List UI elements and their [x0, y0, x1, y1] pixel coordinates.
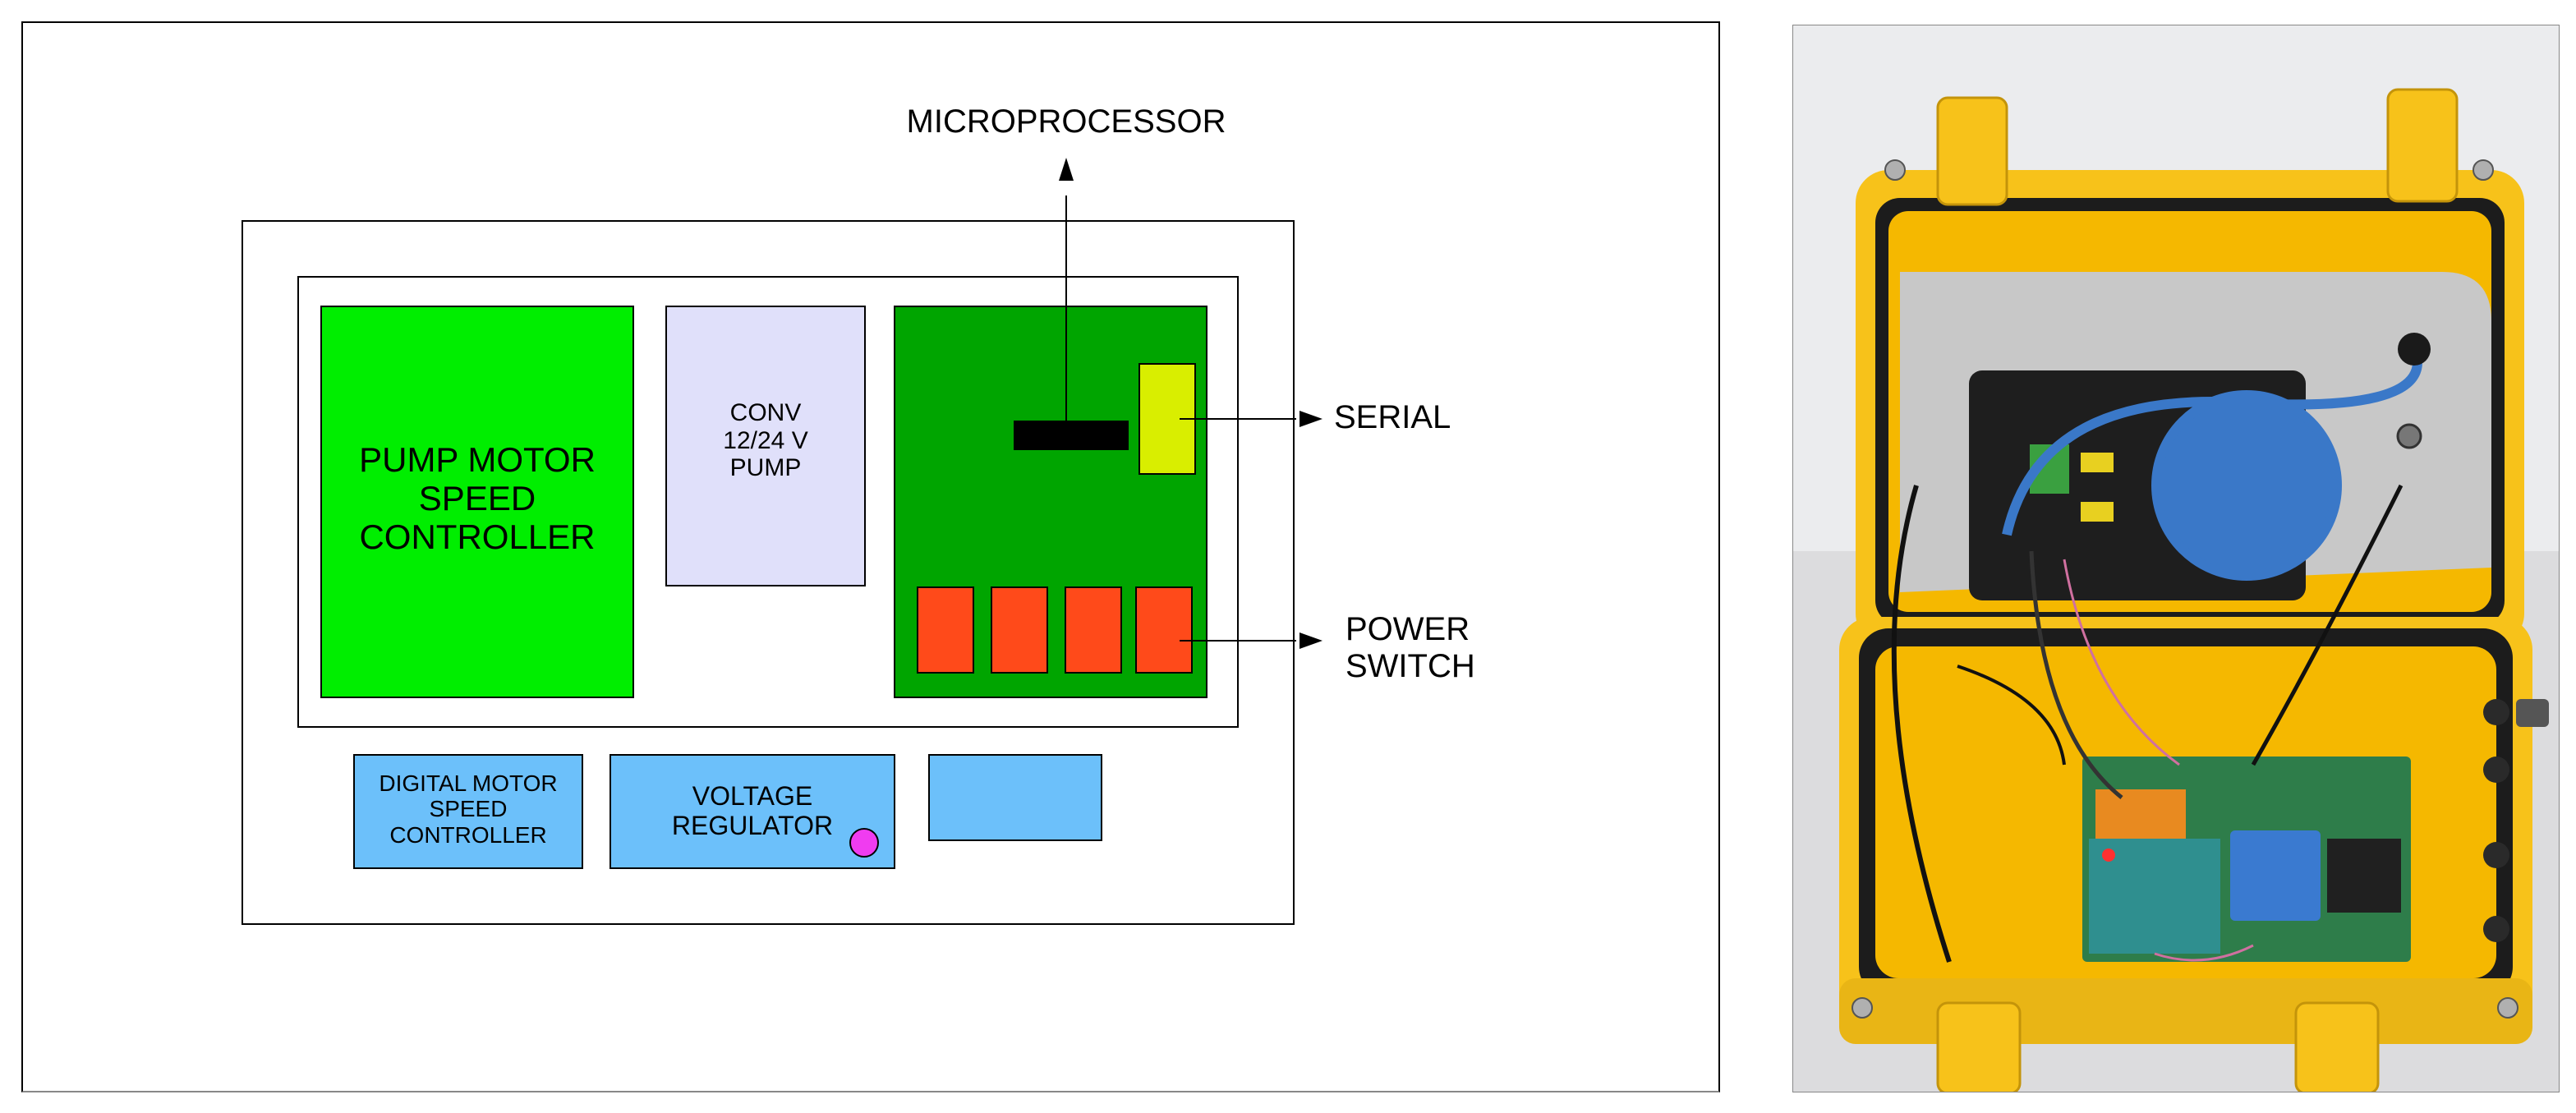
serial-label: SERIAL: [1334, 399, 1451, 435]
regulator-indicator-dot: [849, 828, 879, 858]
wiring-harness: [2029, 550, 2123, 799]
pump-motor-speed-controller-block: [320, 306, 634, 698]
pcb-relay-row: [2095, 789, 2186, 839]
relay-block: [917, 586, 974, 674]
pcb-heatsink: [2327, 839, 2401, 913]
pcb-dc-converter: [2230, 830, 2321, 921]
microprocessor-label: MICROPROCESSOR: [906, 103, 1226, 140]
latch-top-right-icon: [2386, 88, 2459, 203]
hinge-screw-icon: [1884, 159, 1906, 181]
wiring-harness: [1957, 665, 2066, 766]
hinge-screw-icon: [1852, 997, 1873, 1019]
latch-top-left-icon: [1936, 96, 2008, 206]
relay-block: [991, 586, 1048, 674]
blue-network-cable: [2151, 390, 2342, 581]
wiring-harness: [1891, 485, 1952, 963]
hinge-screw-icon: [2472, 159, 2494, 181]
microprocessor-chip: [1014, 421, 1129, 450]
cable-gland-icon: [2398, 333, 2431, 366]
microprocessor-arrowhead: [1059, 158, 1074, 181]
panel-connector-icon: [2396, 423, 2422, 449]
mounting-panel-outline: [297, 276, 1239, 728]
side-connector-icon: [2483, 916, 2509, 942]
relay-block: [1135, 586, 1193, 674]
diagram-connectors: [1059, 158, 1322, 649]
power-switch-arrowhead: [1300, 632, 1322, 649]
relay-block: [1065, 586, 1122, 674]
latch-bottom-right-icon: [2294, 1001, 2380, 1092]
diagram-frame: PUMP MOTOR SPEED CONTROLLER CONV 12/24 V…: [21, 21, 1720, 1092]
pcb-led-icon: [2102, 849, 2115, 862]
device-photo-illustration: [1793, 25, 2559, 1092]
side-connector-icon: [2483, 699, 2509, 725]
wiring-harness: [2063, 559, 2180, 766]
auxiliary-module-block: [928, 754, 1102, 841]
latch-bottom-left-icon: [1936, 1001, 2022, 1092]
voltage-regulator-block: [610, 754, 895, 869]
hmi-label-sticker: [2081, 453, 2114, 472]
digital-motor-speed-controller-label: DIGITAL MOTOR SPEED CONTROLLER: [379, 770, 558, 848]
serial-arrowhead: [1300, 411, 1322, 427]
enclosure-outline: [242, 220, 1295, 925]
voltage-regulator-label: VOLTAGE REGULATOR: [671, 781, 834, 840]
wiring-harness: [2251, 484, 2404, 766]
digital-motor-speed-controller-block: [353, 754, 583, 869]
external-connector-icon: [2516, 699, 2549, 727]
power-switch-label: POWER SWITCH: [1346, 611, 1475, 684]
pump-motor-speed-controller-label: PUMP MOTOR SPEED CONTROLLER: [359, 440, 596, 557]
blue-network-cable: [2002, 361, 2422, 536]
wiring-harness: [2154, 944, 2254, 962]
side-connector-icon: [2483, 757, 2509, 783]
hmi-label-sticker: [2081, 502, 2114, 522]
conv-pump-label: CONV 12/24 V PUMP: [723, 399, 808, 482]
hinge-screw-icon: [2497, 997, 2518, 1019]
device-photo: [1792, 25, 2560, 1092]
side-connector-icon: [2483, 842, 2509, 868]
conv-pump-block: [665, 306, 866, 586]
